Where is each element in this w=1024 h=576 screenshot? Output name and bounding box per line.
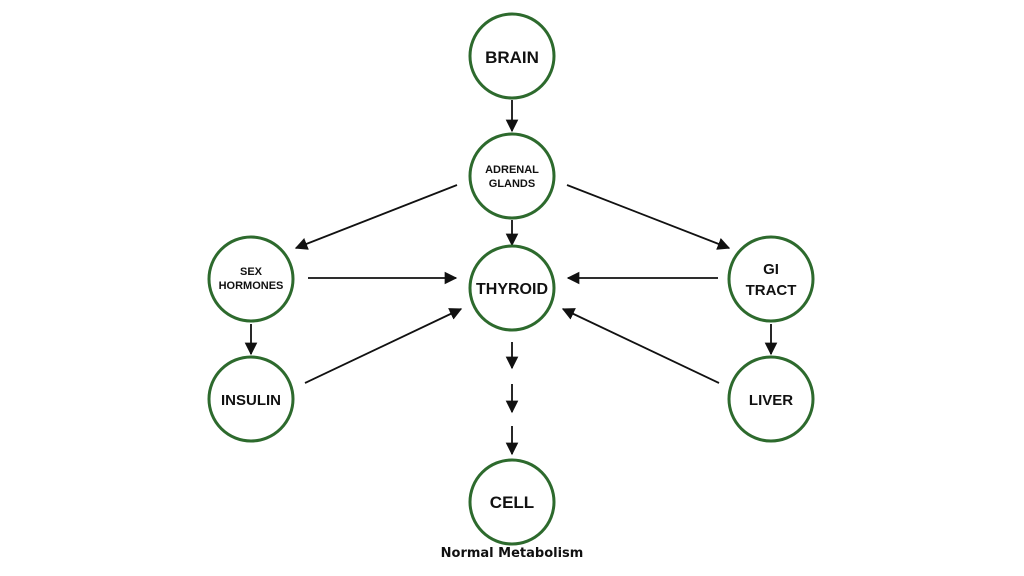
node-liver-label: LIVER — [749, 392, 793, 409]
node-brain: BRAIN — [468, 12, 556, 100]
edge-liver-thyroid — [561, 308, 720, 384]
node-sex-hormones: SEX HORMONES — [207, 235, 295, 323]
node-gi-tract-label-line1: GI — [763, 261, 779, 278]
node-adrenal-glands-label-line1: ADRENAL — [485, 164, 539, 176]
node-adrenal-glands-label-line2: GLANDS — [489, 178, 535, 190]
node-brain-label: BRAIN — [485, 48, 539, 67]
node-gi-tract: GI TRACT — [727, 235, 815, 323]
edge-adrenal-gi-tract — [566, 184, 731, 250]
edges-layer — [244, 100, 778, 456]
edge-insulin-thyroid — [304, 308, 463, 384]
node-gi-tract-circle — [727, 235, 815, 323]
diagram-caption: Normal Metabolism — [441, 546, 584, 561]
node-cell-circle — [468, 458, 556, 546]
node-liver-circle — [727, 355, 815, 443]
node-liver: LIVER — [727, 355, 815, 443]
node-insulin-label: INSULIN — [221, 392, 281, 409]
node-sex-hormones-circle — [207, 235, 295, 323]
node-thyroid: THYROID — [468, 244, 556, 332]
node-insulin: INSULIN — [207, 355, 295, 443]
edge-adrenal-sex-hormones — [294, 184, 458, 250]
node-sex-hormones-label-line2: HORMONES — [219, 280, 284, 292]
node-gi-tract-label-line2: TRACT — [746, 282, 797, 299]
node-cell: CELL — [468, 458, 556, 546]
node-brain-circle — [468, 12, 556, 100]
node-thyroid-circle — [468, 244, 556, 332]
node-cell-label: CELL — [490, 493, 534, 512]
node-sex-hormones-label-line1: SEX — [240, 266, 263, 278]
node-insulin-circle — [207, 355, 295, 443]
node-adrenal-glands-circle — [468, 132, 556, 220]
node-thyroid-label: THYROID — [476, 281, 548, 298]
node-adrenal-glands: ADRENAL GLANDS — [468, 132, 556, 220]
